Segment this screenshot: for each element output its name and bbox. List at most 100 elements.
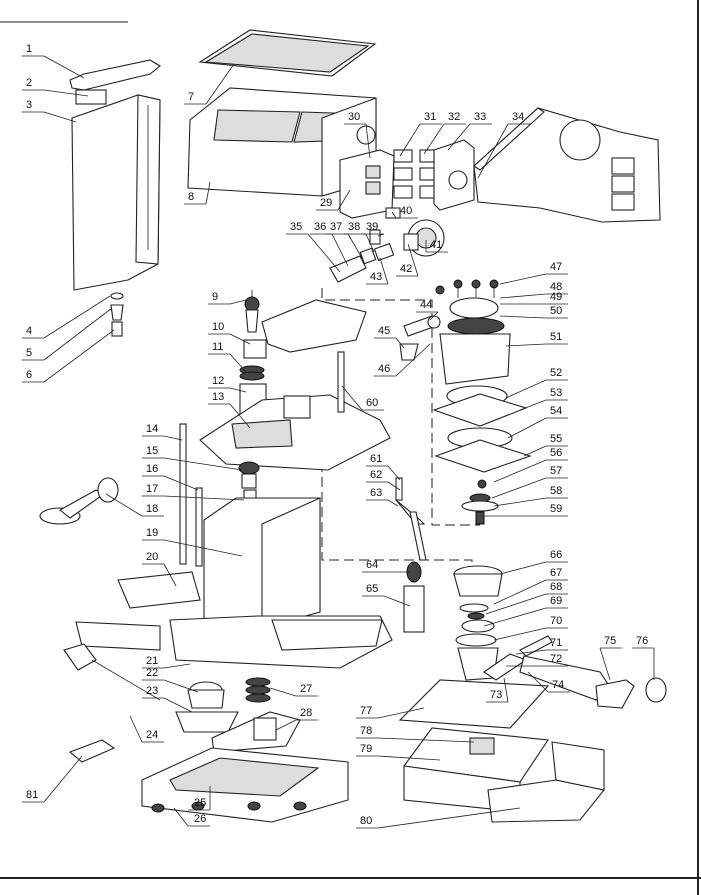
callout-label-5: 5 [26, 347, 32, 359]
callout-leader-43 [379, 257, 389, 285]
callout-leader-35 [307, 233, 341, 273]
callout-leader-50 [499, 315, 547, 319]
callout-leader-3 [43, 111, 77, 123]
callout-leader-57 [491, 477, 547, 499]
callout-leader-68 [485, 593, 547, 615]
callout-label-62: 62 [370, 469, 382, 481]
callout-label-2: 2 [26, 77, 32, 89]
callout-label-16: 16 [146, 463, 158, 475]
callout-label-47: 47 [550, 261, 562, 273]
callout-label-43: 43 [370, 271, 382, 283]
callout-leader-37 [347, 233, 363, 259]
callout-leader-54 [507, 417, 547, 439]
side-trim-upper [117, 571, 201, 609]
callout-leader-75 [599, 647, 611, 681]
callout-label-74: 74 [552, 679, 564, 691]
callout-leader-21 [163, 663, 191, 669]
callout-label-72: 72 [550, 653, 562, 665]
callout-leader-81 [43, 755, 83, 803]
callout-leader-71 [515, 649, 547, 655]
base-spring [245, 677, 271, 703]
callout-label-77: 77 [360, 705, 372, 717]
callout-leader-79 [377, 755, 441, 761]
callout-leader-80 [377, 807, 521, 829]
callout-leader-20 [163, 563, 177, 587]
callout-label-49: 49 [550, 291, 562, 303]
callout-label-38: 38 [348, 221, 360, 233]
callout-label-70: 70 [550, 615, 562, 627]
callout-label-68: 68 [550, 581, 562, 593]
callout-label-31: 31 [424, 111, 436, 123]
callout-label-75: 75 [604, 635, 616, 647]
callout-leader-29 [337, 189, 351, 211]
callout-leader-7 [205, 63, 235, 105]
callout-leader-26 [173, 807, 189, 827]
steam-valve-assembly [329, 229, 395, 283]
callout-label-58: 58 [550, 485, 562, 497]
callout-label-36: 36 [314, 221, 326, 233]
callout-label-18: 18 [146, 503, 158, 515]
brew-rod [337, 351, 345, 413]
guide-rod-left [179, 423, 187, 565]
callout-leader-61 [387, 465, 401, 481]
callout-leader-48 [499, 293, 547, 299]
callout-leader-2 [43, 89, 89, 97]
base-plate [141, 747, 349, 823]
callout-leader-12 [229, 387, 247, 393]
callout-leader-56 [493, 459, 547, 483]
callout-leader-31 [399, 123, 421, 157]
callout-leader-24 [129, 715, 143, 743]
callout-label-57: 57 [550, 465, 562, 477]
callout-leader-28 [275, 719, 297, 731]
callout-leader-47 [499, 273, 547, 285]
callout-labels: 1234567891011121314151617181920212223242… [22, 43, 655, 829]
front-panel [487, 741, 605, 823]
callout-label-6: 6 [26, 369, 32, 381]
callout-leader-36 [331, 233, 349, 267]
callout-leader-60 [341, 385, 363, 411]
callout-label-61: 61 [370, 453, 382, 465]
side-trim-lower [75, 621, 161, 651]
callout-label-26: 26 [194, 813, 206, 825]
callout-label-60: 60 [366, 397, 378, 409]
callout-label-46: 46 [378, 363, 390, 375]
callout-leader-33 [447, 123, 471, 151]
callout-leader-58 [493, 497, 547, 507]
callout-label-63: 63 [370, 487, 382, 499]
callout-leader-53 [519, 399, 547, 411]
callout-label-19: 19 [146, 527, 158, 539]
callout-leader-17 [163, 495, 245, 501]
water-tank [71, 94, 161, 291]
callout-label-79: 79 [360, 743, 372, 755]
callout-label-24: 24 [146, 729, 158, 741]
callout-label-81: 81 [26, 789, 38, 801]
callout-label-78: 78 [360, 725, 372, 737]
callout-label-34: 34 [512, 111, 524, 123]
callout-leader-19 [163, 539, 243, 557]
pump-inlet [244, 290, 260, 333]
callout-label-35: 35 [290, 221, 302, 233]
water-outlet-tube [395, 477, 427, 633]
callout-label-1: 1 [26, 43, 32, 55]
callout-label-10: 10 [212, 321, 224, 333]
back-cover [473, 107, 661, 223]
callout-label-76: 76 [636, 635, 648, 647]
callout-leader-10 [229, 333, 251, 345]
solenoid [399, 315, 441, 361]
callout-label-56: 56 [550, 447, 562, 459]
callout-label-7: 7 [188, 91, 194, 103]
callout-leader-5 [43, 307, 113, 361]
callout-leader-73 [503, 677, 509, 703]
callout-leader-74 [527, 671, 549, 693]
callout-leader-4 [43, 295, 111, 339]
callout-leader-69 [483, 607, 547, 627]
callout-leader-77 [377, 707, 425, 719]
callout-leader-34 [477, 123, 509, 179]
callout-label-71: 71 [550, 637, 562, 649]
callout-label-73: 73 [490, 689, 502, 701]
callout-label-40: 40 [400, 205, 412, 217]
callout-leader-15 [163, 457, 243, 471]
callout-label-20: 20 [146, 551, 158, 563]
